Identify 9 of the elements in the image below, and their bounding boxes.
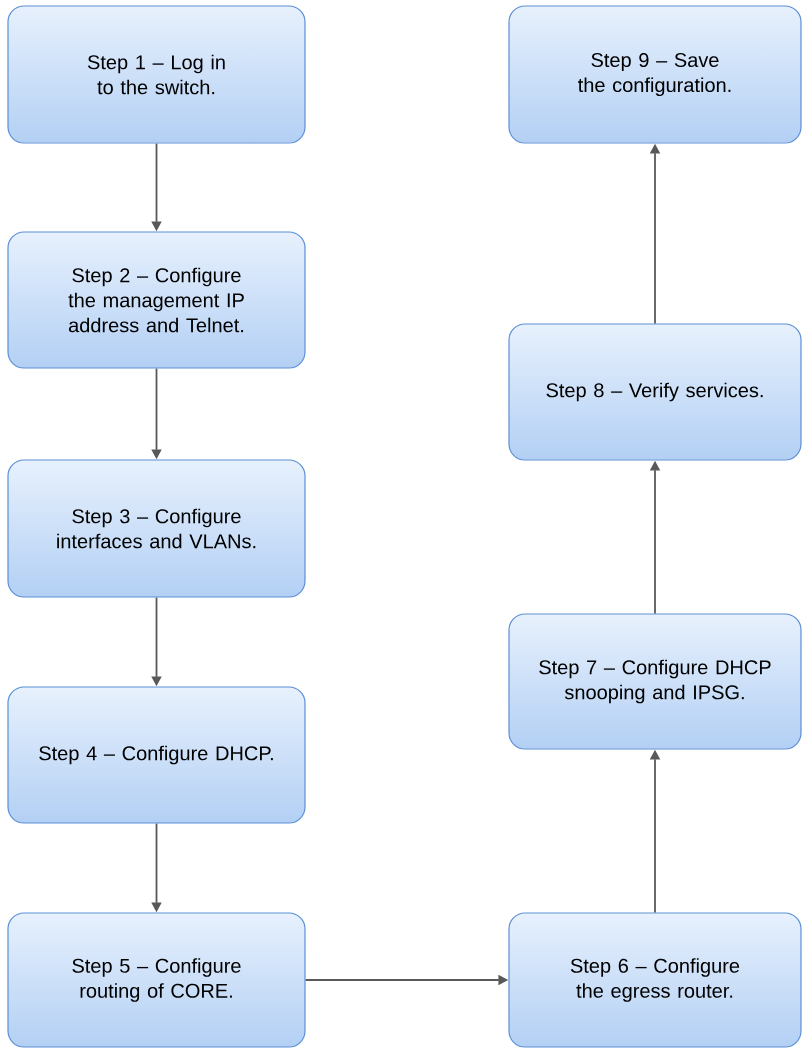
process-box: Step 2 – Configure the management IP address and Telnet.: [7, 231, 306, 369]
process-box: Step 7 – Configure DHCP snooping and IPSG.: [508, 613, 802, 750]
process-box: Step 1 – Log in to the switch.: [7, 5, 306, 144]
process-box: Step 4 – Configure DHCP.: [7, 686, 306, 824]
process-box: Step 5 – Configure routing of CORE.: [7, 912, 306, 1048]
process-box: Step 8 – Verify services.: [508, 323, 802, 461]
process-box: Step 6 – Configure the egress router.: [508, 912, 802, 1048]
process-box: Step 3 – Configure interfaces and VLANs.: [7, 459, 306, 598]
process-box: Step 9 – Save the configuration.: [508, 5, 802, 144]
